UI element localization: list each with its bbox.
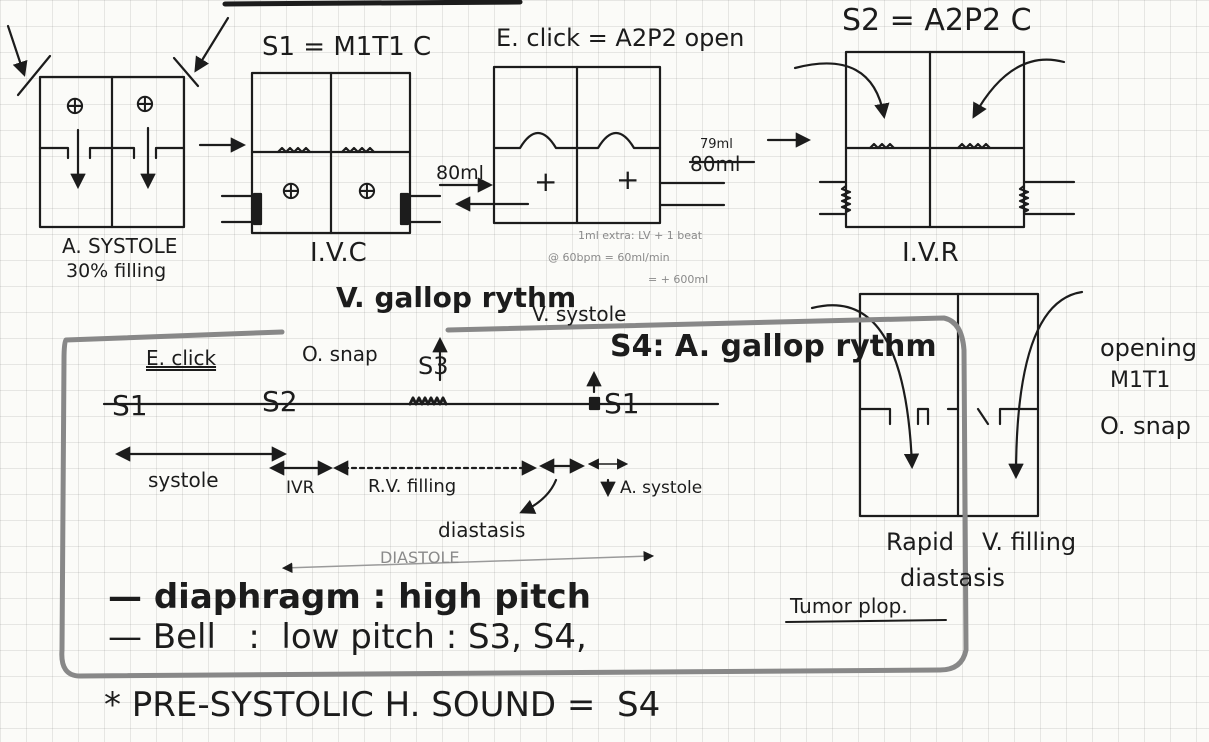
filling-label-right: V. filling <box>982 530 1076 554</box>
s4-caption: S4: A. gallop rythm <box>610 332 937 362</box>
side-note-o-snap: O. snap <box>1100 414 1191 438</box>
filling-label-sub: diastasis <box>900 566 1005 590</box>
ejection-note-1: 1ml extra: LV + 1 beat <box>578 230 702 241</box>
tumor-plop-underline <box>786 620 946 622</box>
s2-label: S2 <box>262 388 298 416</box>
systole-label: systole <box>148 470 219 490</box>
volume-in: 80ml <box>436 164 484 183</box>
diastasis-label: diastasis <box>438 520 525 540</box>
note-bell: — Bell : low pitch : S3, S4, <box>108 620 587 654</box>
s2-formula: S2 = A2P2 C <box>842 6 1032 36</box>
plus-ejection-left: + <box>534 168 557 196</box>
rv-filling-label: R.V. filling <box>368 478 456 496</box>
o-snap-label: O. snap <box>302 344 378 364</box>
a-systole-label: A. systole <box>620 480 702 497</box>
ivr-panel <box>795 52 1074 227</box>
v-systole-caption: V. systole <box>532 304 626 324</box>
diastole-label: DIASTOLE <box>380 550 460 566</box>
filling-label-left: Rapid <box>886 530 954 554</box>
note-tumor-plop: Tumor plop. <box>790 596 908 616</box>
volume-out-top: 79ml <box>700 138 733 151</box>
ivc-label: I.V.C <box>310 240 367 266</box>
filling-panel <box>812 292 1082 516</box>
plus-atrium-right: ⊕ <box>134 91 156 117</box>
ivr-short-label: IVR <box>286 480 314 497</box>
e-click-formula: E. click = A2P2 open <box>496 26 744 50</box>
ivr-label: I.V.R <box>902 240 959 266</box>
ejection-note-2: @ 60bpm = 60ml/min <box>548 252 670 263</box>
ivc-panel <box>222 73 440 233</box>
side-note-m1t1: M1T1 <box>1110 370 1170 392</box>
plus-ivc-right: ⊕ <box>356 178 378 204</box>
volume-out: 80ml <box>690 154 741 174</box>
plus-ejection-right: + <box>616 166 639 194</box>
top-edge-stroke <box>225 2 520 4</box>
timeline <box>104 340 718 568</box>
note-diaphragm: — diaphragm : high pitch <box>108 580 591 614</box>
atrial-systole-label: A. SYSTOLE <box>62 236 177 256</box>
atrial-systole-sub: 30% filling <box>66 262 166 281</box>
plus-atrium-left: ⊕ <box>64 93 86 119</box>
s1-formula: S1 = M1T1 C <box>262 34 431 60</box>
s1-label-start: S1 <box>112 392 148 420</box>
s3-label: S3 <box>418 354 449 378</box>
s1-label-end: S1 <box>604 390 640 418</box>
atrial-systole-panel <box>8 18 228 227</box>
side-note-opening: opening <box>1100 336 1197 360</box>
note-pre-systolic: * PRE-SYSTOLIC H. SOUND = S4 <box>104 688 660 722</box>
ejection-note-3: = + 600ml <box>648 274 708 285</box>
plus-ivc-left: ⊕ <box>280 178 302 204</box>
e-click-label: E. click <box>146 348 216 368</box>
